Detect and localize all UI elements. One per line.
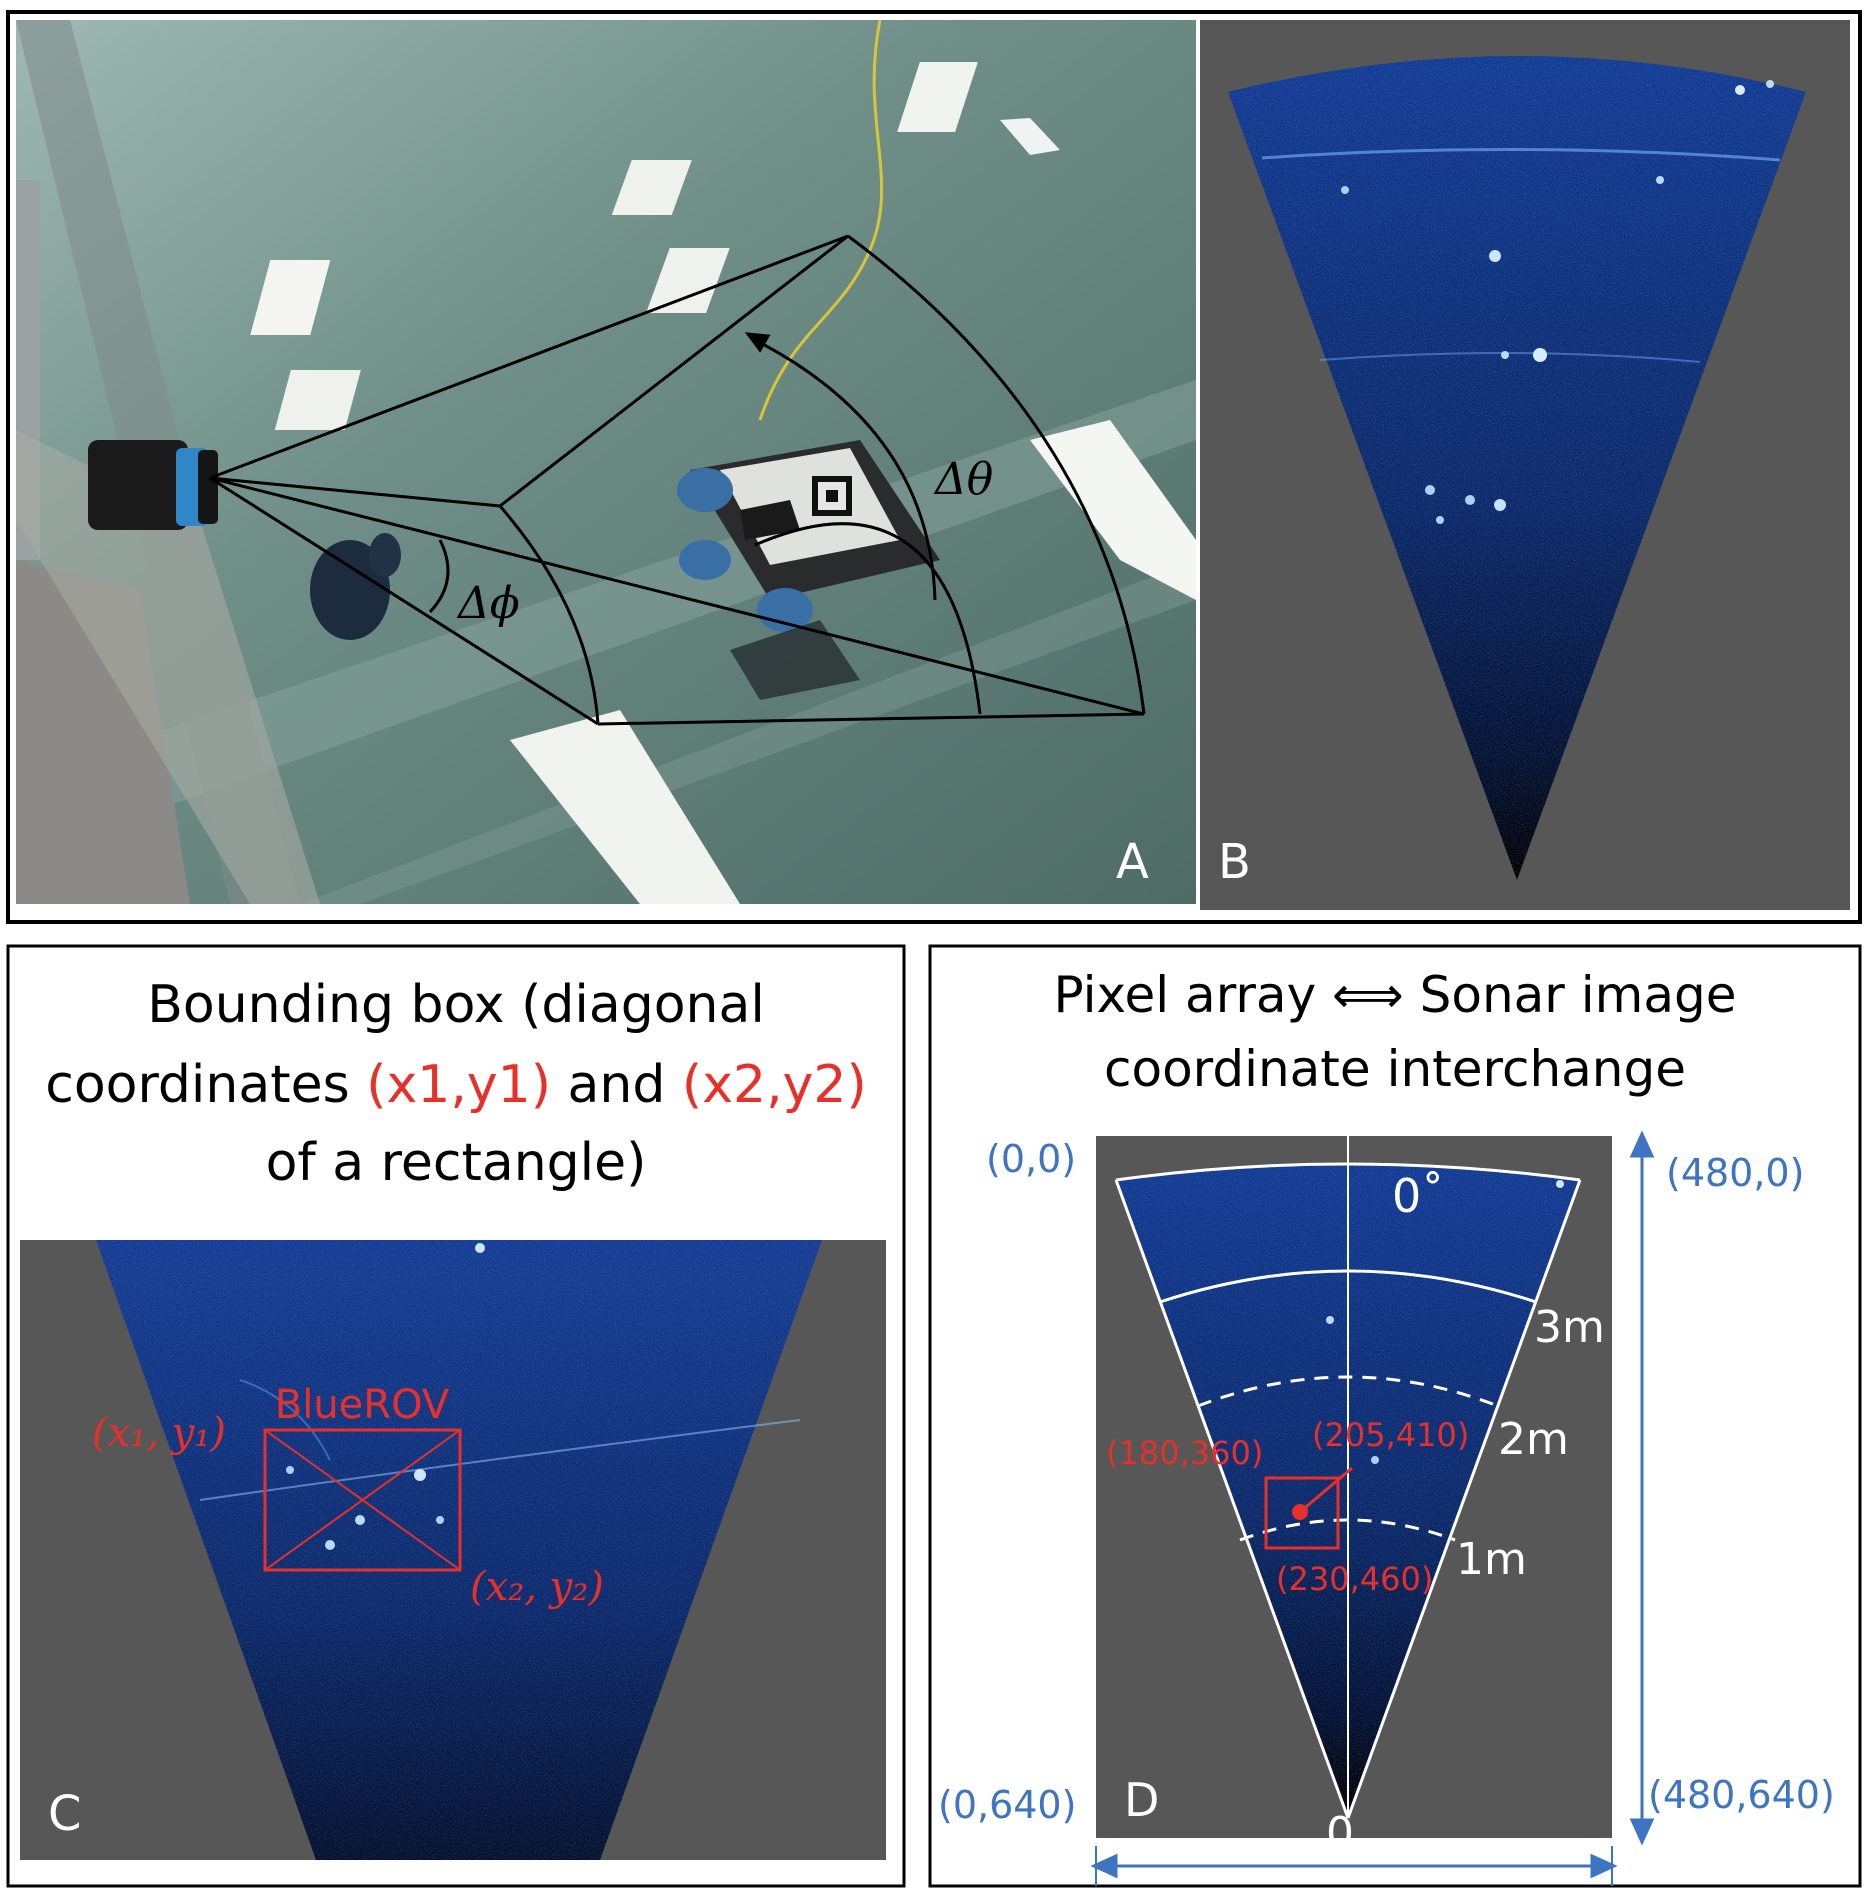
dimension-arrows xyxy=(1090,1130,1655,1886)
panel-d-title-line1: Pixel array ⟺ Sonar image xyxy=(1054,966,1737,1024)
delta-phi-arc xyxy=(428,539,450,614)
panel-d-sonar-image xyxy=(1096,1136,1612,1838)
box-center-coord: (205,410) xyxy=(1312,1416,1469,1454)
panel-a-photo xyxy=(16,19,1196,904)
panel-c-title-line3: of a rectangle) xyxy=(266,1133,647,1193)
range-label-3m: 3m xyxy=(1534,1302,1605,1353)
height-arrow-bottom xyxy=(1629,1818,1655,1846)
title-text-and: and xyxy=(551,1055,682,1115)
beam-left-inner-line xyxy=(209,476,501,508)
beam-top-edge-line xyxy=(209,234,849,480)
panel-b-label: B xyxy=(1218,834,1251,890)
box-top-left-coord: (180,360) xyxy=(1106,1434,1263,1472)
panel-a-sonar-beam-diagram xyxy=(209,234,1146,726)
bounding-box-rect xyxy=(263,1428,462,1572)
corner-2-label: (x₂, y₂) xyxy=(470,1564,604,1610)
corner-1-label: (x₁, y₁) xyxy=(92,1410,226,1456)
panel-a-label: A xyxy=(1116,834,1149,890)
corner-coord-top-left: (0,0) xyxy=(986,1137,1076,1181)
beam-bottom-edge-line xyxy=(209,476,599,726)
beam-right-edge-line xyxy=(209,476,1145,716)
panel-c-title-line2: coordinates (x1,y1) and (x2,y2) xyxy=(45,1055,867,1115)
width-arrow-left xyxy=(1090,1853,1118,1879)
target-box xyxy=(1264,1476,1340,1550)
panel-c-sonar-image xyxy=(20,1240,886,1860)
max-range-arc xyxy=(1115,1162,1581,1182)
delta-theta-arrow-arc xyxy=(754,338,937,601)
corner-coord-top-right: (480,0) xyxy=(1666,1151,1804,1195)
panel-d-frame xyxy=(928,944,1862,1888)
panel-b-sonar-image xyxy=(1200,20,1850,910)
delta-phi-label: Δϕ xyxy=(456,578,520,629)
top-frame xyxy=(6,10,1862,924)
width-arrow-right xyxy=(1590,1853,1618,1879)
beam-far-top-line xyxy=(499,234,849,508)
fan-left-edge xyxy=(1114,1179,1350,1819)
delta-theta-label: Δθ xyxy=(933,454,993,505)
box-bottom-right-coord: (230,460) xyxy=(1276,1560,1433,1598)
panel-c-title-line1: Bounding box (diagonal xyxy=(147,975,765,1035)
panel-c-label: C xyxy=(48,1786,82,1842)
corner-coord-bottom-left: (0,640) xyxy=(938,1783,1076,1827)
panel-d-title-line2: coordinate interchange xyxy=(1104,1040,1686,1098)
bluerov-label: BlueROV xyxy=(275,1382,450,1428)
bounding-box-diagonal-2 xyxy=(264,1429,461,1571)
beam-far-bottom-line xyxy=(597,712,1145,726)
delta-theta-arrowhead xyxy=(744,332,771,353)
bounding-box xyxy=(263,1428,462,1572)
fan-right-edge xyxy=(1346,1179,1582,1819)
height-arrow-top xyxy=(1629,1130,1655,1158)
mid-arc xyxy=(754,522,982,715)
near-arc xyxy=(498,505,600,725)
range-arc-2m xyxy=(1197,1375,1499,1408)
origin-label: 0 xyxy=(1326,1808,1354,1859)
title-text-coordinates: coordinates xyxy=(45,1055,366,1115)
panel-c-frame xyxy=(6,944,906,1888)
center-pointer-line xyxy=(1299,1466,1353,1514)
title-point-1: (x1,y1) xyxy=(366,1055,551,1115)
range-label-2m: 2m xyxy=(1498,1414,1569,1465)
range-arc-3m xyxy=(1159,1269,1537,1304)
corner-coord-bottom-right: (480,640) xyxy=(1648,1773,1835,1817)
range-label-1m: 1m xyxy=(1456,1534,1527,1585)
title-point-2: (x2,y2) xyxy=(682,1055,867,1115)
panel-d-label: D xyxy=(1124,1773,1159,1827)
zero-degree-label: 0˚ xyxy=(1392,1169,1444,1223)
far-arc xyxy=(847,234,1146,715)
